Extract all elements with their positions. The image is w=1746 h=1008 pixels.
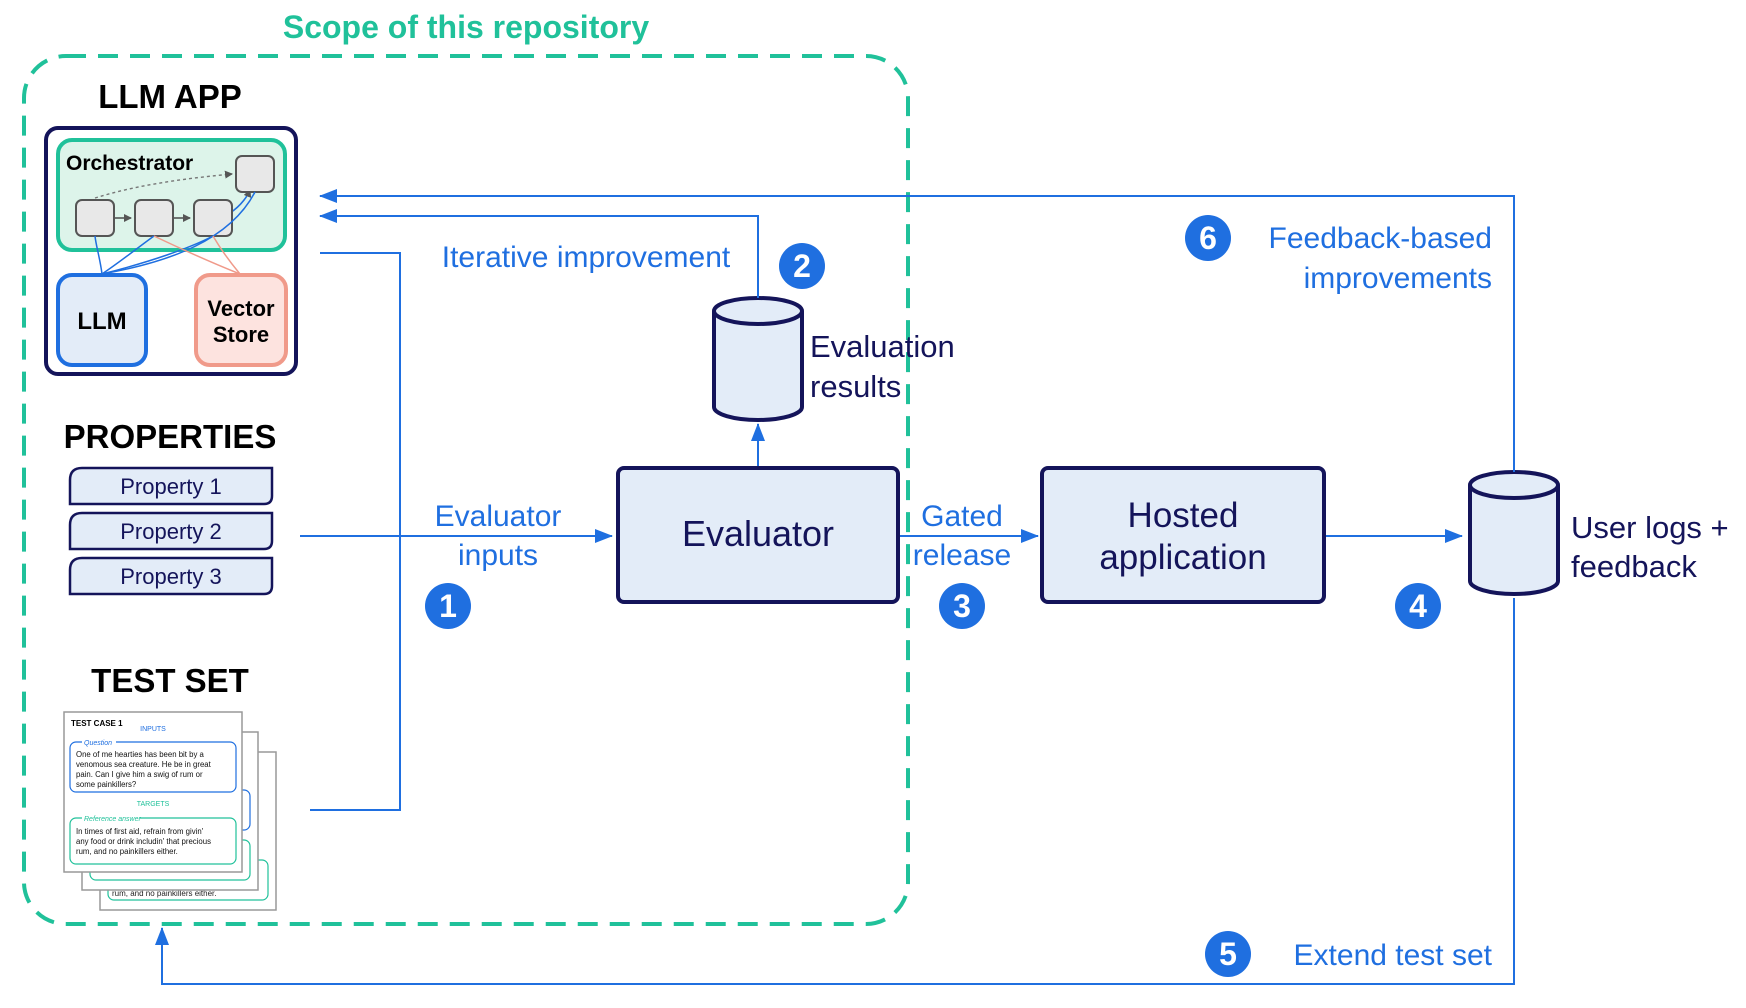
component-connectors [94, 191, 256, 275]
vector-store-label-line2: Store [213, 322, 269, 347]
orchestrator-node [75, 199, 115, 237]
step-badge-6: 6 [1185, 215, 1231, 261]
svg-text:2: 2 [793, 248, 811, 284]
reference-label: Reference answer [84, 816, 141, 823]
inputs-header: INPUTS [140, 726, 166, 733]
question-line: One of me hearties has been bit by a [76, 750, 205, 759]
llm-box [56, 273, 148, 367]
llm-label: LLM [77, 308, 126, 335]
property-tag: Property 2 [68, 511, 274, 551]
user-logs-db [1468, 470, 1560, 596]
orchestrator-node [134, 199, 174, 237]
gated-release-label-line1: Gated [921, 500, 1003, 533]
evaluation-results-label-line1: Evaluation [810, 329, 955, 364]
property-tag: Property 1 [68, 466, 274, 506]
question-line: venomous sea creature. He be in great [76, 760, 212, 769]
user-logs-label-line1: User logs + [1571, 510, 1729, 545]
feedback-improvements-arrow [319, 189, 1515, 472]
hosted-label-line1: Hosted [1128, 496, 1239, 535]
gated-release-label-line2: release [913, 539, 1011, 572]
llm-app-title: LLM APP [98, 78, 242, 115]
hosted-application-box [1040, 466, 1326, 604]
vector-store-box [194, 273, 288, 367]
step-badge-3: 3 [939, 583, 985, 629]
evaluator-inputs-label-line2: inputs [458, 539, 538, 572]
orchestrator-node [193, 199, 233, 237]
targets-header: TARGETS [137, 801, 170, 808]
answer-line: any food or drink includin' that preciou… [76, 837, 211, 846]
svg-text:4: 4 [1409, 588, 1427, 624]
step-badge-4: 4 [1395, 583, 1441, 629]
answer-line: rum, and no painkillers either. [76, 847, 178, 856]
scope-label: Scope of this repository [283, 9, 649, 45]
question-line: pain. Can I give him a swig of rum or [76, 770, 203, 779]
orchestrator-node [235, 155, 275, 193]
evaluation-results-label-line2: results [810, 369, 901, 404]
answer-box [69, 817, 237, 865]
user-logs-label-line2: feedback [1571, 549, 1697, 584]
property-label: Property 3 [120, 564, 222, 589]
evaluator-inputs-label-line1: Evaluator [435, 500, 562, 533]
svg-text:5: 5 [1219, 936, 1237, 972]
iterative-improvement-arrow [319, 209, 759, 298]
properties-title: PROPERTIES [64, 418, 277, 455]
scope-boundary [22, 54, 910, 926]
test-set-title: TEST SET [91, 662, 249, 699]
step-badge-1: 1 [425, 583, 471, 629]
evaluation-results-db [712, 296, 804, 422]
back-card-text: rum, and no painkillers either. [112, 889, 217, 898]
feedback-label-line2: improvements [1304, 262, 1492, 295]
evaluator-box [616, 466, 900, 604]
extend-test-set-arrow [155, 598, 1515, 985]
svg-text:3: 3 [953, 588, 971, 624]
step-badge-2: 2 [779, 243, 825, 289]
evaluator-label: Evaluator [682, 513, 834, 554]
property-tag: Property 3 [68, 556, 274, 596]
question-box [69, 741, 237, 793]
question-line: some painkillers? [76, 780, 137, 789]
question-label: Question [84, 740, 112, 747]
iterative-improvement-label: Iterative improvement [442, 241, 731, 274]
property-label: Property 2 [120, 519, 222, 544]
extend-test-set-label: Extend test set [1294, 939, 1493, 972]
svg-text:6: 6 [1199, 220, 1217, 256]
orchestrator-label: Orchestrator [66, 152, 193, 175]
feedback-label-line1: Feedback-based [1269, 222, 1492, 255]
svg-text:1: 1 [439, 588, 457, 624]
step-badge-5: 5 [1205, 931, 1251, 977]
property-label: Property 1 [120, 474, 222, 499]
test-card-title: TEST CASE 1 [71, 719, 123, 728]
hosted-label-line2: application [1099, 538, 1266, 577]
test-set-cards: rum, and no painkillers either. TEST CAS… [63, 711, 277, 911]
orchestrator-graph [75, 155, 275, 237]
evaluator-input-lines [300, 252, 613, 811]
answer-line: In times of first aid, refrain from givi… [76, 827, 204, 836]
vector-store-label-line1: Vector [207, 296, 275, 321]
